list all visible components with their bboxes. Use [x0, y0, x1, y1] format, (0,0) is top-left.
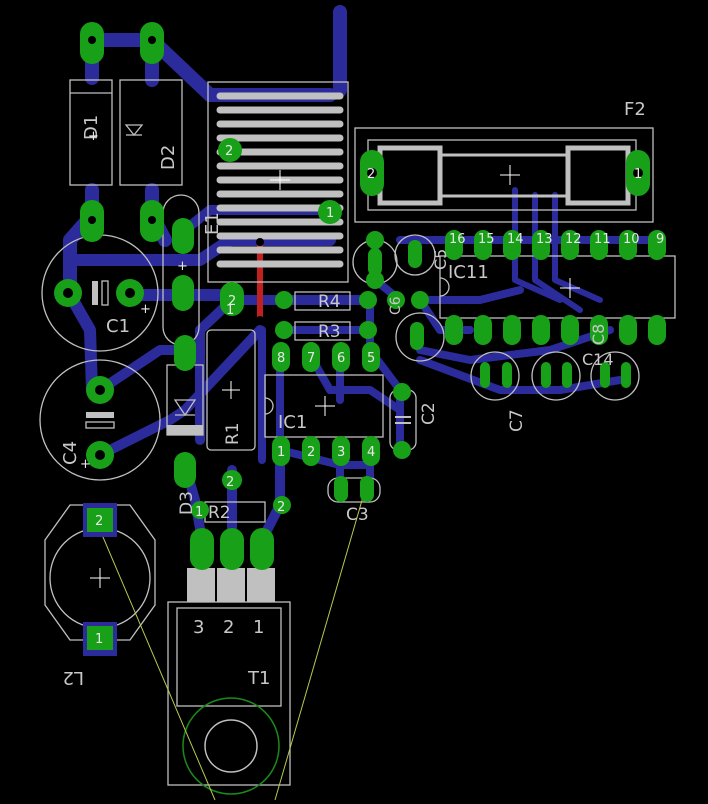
ic11-pin-label: 11	[594, 232, 611, 247]
r2-pin-label: 2	[277, 500, 285, 515]
ic1-pin-label: 1	[277, 445, 285, 460]
e1-pin-label: 2	[225, 144, 233, 159]
ic1-body	[264, 374, 384, 438]
r2-label: R2	[208, 503, 231, 523]
r3-body	[294, 321, 351, 341]
ic1-pin-label: 6	[337, 351, 345, 366]
cap-plus-mark: +	[177, 259, 188, 274]
c6-label: C6	[388, 296, 404, 315]
ic11-pin-label: 10	[623, 232, 640, 247]
ic1-pin-label: 3	[337, 445, 345, 460]
c3-body	[327, 477, 381, 503]
ic1-pin-label: 8	[277, 351, 285, 366]
f2-pin-label: 2	[367, 167, 375, 182]
ic11-pin-label: 13	[536, 232, 553, 247]
silkscreen-layer	[39, 79, 676, 795]
t1-label: T1	[247, 668, 270, 689]
ic1-pin-label: 4	[367, 445, 375, 460]
e1-label: E1	[202, 212, 223, 235]
ic11-pin-label: 15	[478, 232, 495, 247]
ic11-pin-label: 14	[507, 232, 524, 247]
c8-body	[531, 351, 581, 401]
c1-label: C1	[106, 316, 130, 337]
l2-label: L2	[63, 667, 84, 688]
r2-pin-label: 1	[195, 505, 203, 520]
c4-label: C4	[60, 441, 81, 465]
c4-plus-mark: +	[80, 457, 91, 472]
ic11-pin-label: 9	[656, 232, 664, 247]
c7-label: C7	[507, 409, 527, 432]
c3-label: C3	[346, 505, 369, 525]
t1-pin-label: 2	[223, 617, 234, 638]
c6b-body	[395, 312, 445, 362]
c7-body	[470, 351, 520, 401]
ic11-pin-label: 16	[449, 232, 466, 247]
r1-body	[206, 329, 256, 451]
f2-body	[354, 127, 654, 223]
l2-body	[44, 504, 156, 641]
r1-pin-label: 1	[226, 303, 234, 318]
e1-pin-label: 2	[228, 294, 236, 309]
c1-plus-mark: +	[140, 302, 151, 317]
t1-heatsink-hole	[182, 697, 280, 795]
c5-body	[394, 234, 436, 276]
d1-label: D1	[81, 115, 102, 140]
ic1-pin-label: 7	[307, 351, 315, 366]
d2-body	[119, 79, 183, 186]
r4-body	[294, 291, 351, 311]
e1-body	[207, 81, 349, 283]
f2-label: F2	[624, 99, 646, 120]
diode-icon	[124, 124, 144, 137]
r3-label: R3	[318, 322, 341, 342]
c14-label: C14	[582, 350, 614, 369]
ic1-label: IC1	[278, 412, 307, 433]
ic11-body	[439, 255, 676, 319]
d3-label: D3	[177, 491, 197, 515]
c14-body	[590, 351, 640, 401]
f2-pin-label: 1	[634, 167, 642, 182]
ic11-label: IC11	[448, 262, 489, 283]
r4-label: R4	[318, 292, 341, 312]
e1-pin-label: 1	[326, 206, 334, 221]
d2-label: D2	[158, 145, 179, 170]
r1-label: R1	[223, 422, 243, 445]
c5-label: C5	[431, 249, 450, 270]
diode-icon	[173, 399, 197, 417]
c2-label: C2	[419, 402, 439, 425]
pad-layer	[54, 22, 666, 656]
d1-plus-mark: +	[88, 129, 99, 144]
ic11-pin-label: 12	[565, 232, 582, 247]
r1-pin-label: 2	[226, 475, 234, 490]
ic1-pin-label: 2	[307, 445, 315, 460]
t1-pin-label: 1	[253, 617, 264, 638]
e1-winding	[216, 92, 344, 268]
label-layer: D1 D2 E1 F2 C1 C4 IC11 R4 R3 C5 C6 C2 R1…	[60, 99, 664, 689]
l2-pin-label: 1	[95, 632, 103, 647]
c8-label: C8	[589, 324, 608, 345]
ic1-pin-label: 5	[367, 351, 375, 366]
c4-body	[39, 359, 161, 481]
l2-pin-label: 2	[95, 514, 103, 529]
trace-layer	[63, 5, 664, 550]
t1-pin-label: 3	[193, 617, 204, 638]
d1-body	[69, 79, 113, 186]
airwire-layer	[99, 489, 366, 801]
